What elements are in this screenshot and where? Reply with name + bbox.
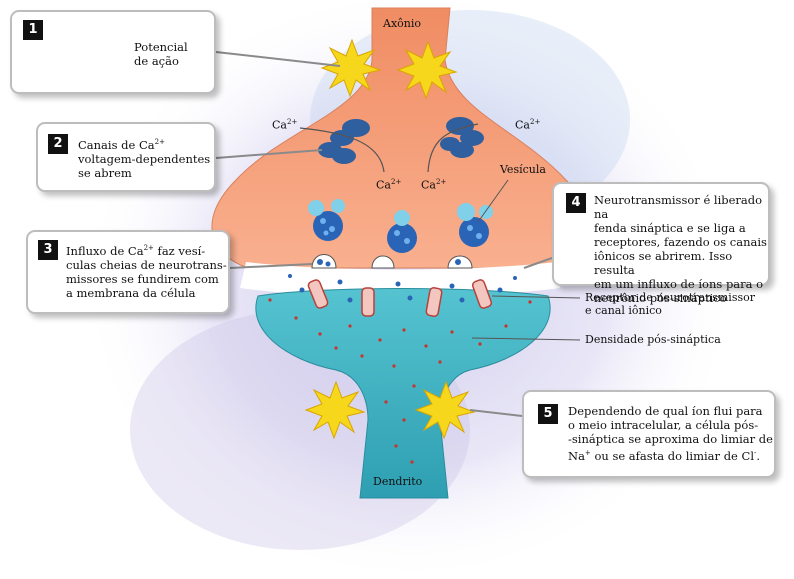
ca-label-2: Ca2+ (515, 116, 540, 132)
step-number: 5 (538, 404, 558, 424)
callout-text: Neurotransmissor é liberado na fenda sin… (594, 193, 770, 305)
step-number: 2 (48, 134, 68, 154)
callout-neurotransmitter-release: 4 Neurotransmissor é liberado na fenda s… (552, 182, 770, 286)
step-number: 1 (23, 20, 43, 40)
postsynaptic-density-label: Densidade pós-sináptica (585, 333, 721, 346)
dendrite-label: Dendrito (373, 475, 422, 488)
ca-label-3: Ca2+ (376, 176, 401, 192)
callout-vesicle-fusion: 3 Influxo de Ca2+ faz vesí- culas cheias… (26, 230, 230, 314)
callout-text: Dependendo de qual íon flui para o meio … (568, 404, 774, 463)
step-number: 4 (566, 193, 586, 213)
axon-label: Axônio (383, 17, 421, 30)
callout-text: Influxo de Ca2+ faz vesí- culas cheias d… (66, 241, 230, 300)
callout-calcium-channels: 2 Canais de Ca2+ voltagem-dependentes se… (36, 122, 216, 192)
ca-label-4: Ca2+ (421, 176, 446, 192)
ca-label-1: Ca2+ (272, 116, 297, 132)
callout-threshold: 5 Dependendo de qual íon flui para o mei… (522, 390, 776, 478)
step-number: 3 (38, 240, 58, 260)
vesicle-label: Vesícula (500, 163, 546, 176)
callout-text: Canais de Ca2+ voltagem-dependentes se a… (78, 135, 210, 180)
